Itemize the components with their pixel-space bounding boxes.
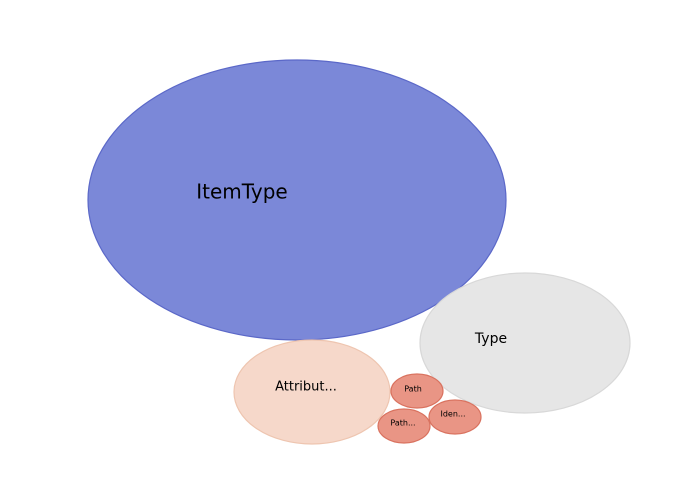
bubble-label-5: Path... xyxy=(390,419,415,428)
bubble-path-3 xyxy=(390,373,444,409)
bubble-itemtype-0 xyxy=(87,59,507,341)
bubble-label-0: ItemType xyxy=(196,180,287,204)
bubble-type-1 xyxy=(419,272,631,414)
bubble-label-3: Path xyxy=(404,385,422,394)
bubble-iden-4 xyxy=(428,399,482,435)
bubble-label-1: Type xyxy=(474,331,507,347)
bubble-label-2: Attribut... xyxy=(275,380,337,395)
bubble-path-5 xyxy=(377,408,431,444)
bubble-label-4: Iden... xyxy=(440,410,465,419)
bubble-attribut-2 xyxy=(233,339,391,445)
